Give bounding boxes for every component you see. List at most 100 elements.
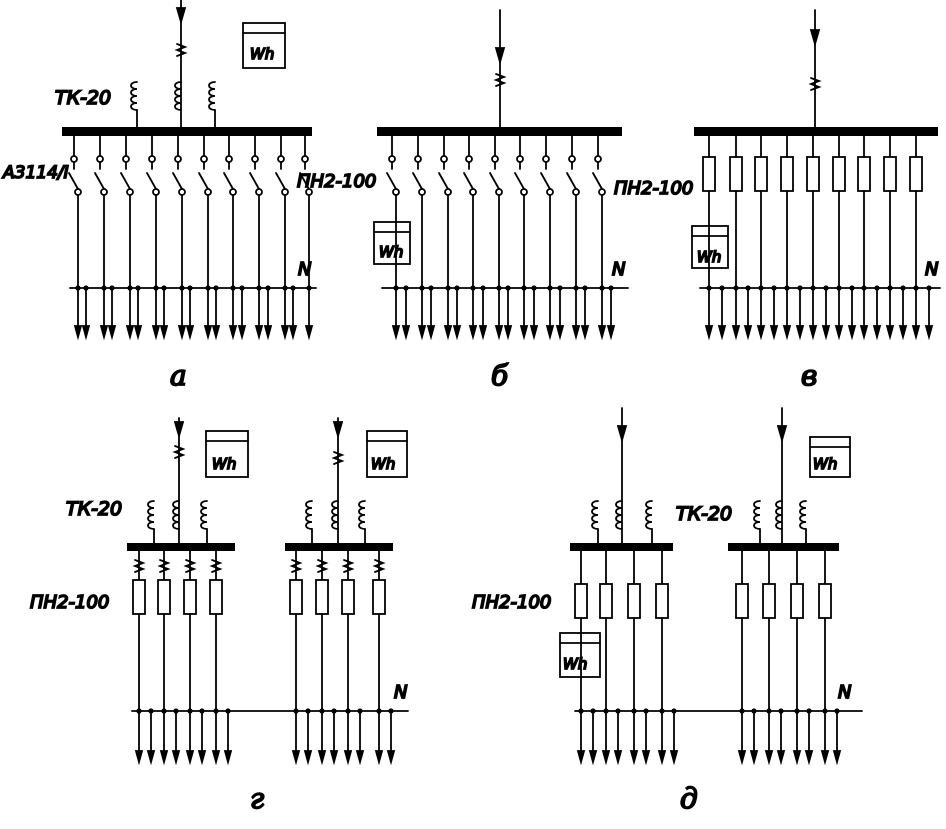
- outgoing-arrow: [629, 750, 639, 766]
- fuse: [790, 583, 804, 619]
- outgoing-arrow: [792, 750, 802, 766]
- breaker-switch: [249, 155, 263, 196]
- outgoing-arrow: [859, 325, 869, 341]
- outgoing-arrow: [151, 325, 161, 341]
- fuse-switch: [438, 155, 452, 196]
- fuse: [909, 156, 923, 192]
- fuse: [574, 583, 588, 619]
- label-neutral-b: N: [612, 259, 625, 280]
- panel-a-diagram: [62, 0, 317, 341]
- outgoing-arrow: [820, 750, 830, 766]
- outgoing-arrow: [452, 325, 462, 341]
- outgoing-arrow: [99, 325, 109, 341]
- fuse: [289, 579, 303, 615]
- outgoing-arrow: [478, 325, 488, 341]
- fuse-switch: [592, 155, 606, 196]
- outgoing-arrow: [606, 325, 616, 341]
- outgoing-arrow: [834, 325, 844, 341]
- fuse: [735, 583, 749, 619]
- outgoing-arrow: [146, 750, 156, 766]
- fuse-switch: [463, 155, 477, 196]
- fuse: [806, 156, 820, 192]
- fuse: [832, 156, 846, 192]
- label-neutral-d: N: [838, 682, 851, 703]
- outgoing-arrow: [749, 750, 759, 766]
- fuse-switch: [514, 155, 528, 196]
- outgoing-arrow: [374, 750, 384, 766]
- breaker-switch: [120, 155, 134, 196]
- outgoing-arrow: [263, 325, 273, 341]
- outgoing-arrow: [185, 325, 195, 341]
- outgoing-arrow: [211, 325, 221, 341]
- outgoing-arrow: [669, 750, 679, 766]
- fuse: [729, 156, 743, 192]
- outgoing-arrow: [737, 750, 747, 766]
- fuse-switch: [566, 155, 580, 196]
- breaker-switch: [146, 155, 160, 196]
- breaker-switch: [198, 155, 212, 196]
- meter-label-d2: Wh: [813, 455, 837, 473]
- outgoing-arrow: [107, 325, 117, 341]
- outgoing-arrow: [159, 750, 169, 766]
- outgoing-arrow: [177, 325, 187, 341]
- label-tk20-d: ТК-20: [676, 503, 732, 525]
- outgoing-arrow: [197, 750, 207, 766]
- panel-label-b: б: [491, 359, 509, 392]
- label-pn2-100-v: ПН2-100: [614, 178, 693, 199]
- meter-label-a: Wh: [250, 45, 274, 63]
- label-pn2-100-d: ПН2-100: [472, 592, 551, 613]
- outgoing-arrow: [159, 325, 169, 341]
- breaker-switch: [172, 155, 186, 196]
- breaker-switch: [223, 155, 237, 196]
- outgoing-arrow: [580, 325, 590, 341]
- outgoing-arrow: [764, 750, 774, 766]
- outgoing-arrow: [769, 325, 779, 341]
- fuse: [702, 156, 716, 192]
- breaker-switch: [94, 155, 108, 196]
- outgoing-arrow: [613, 750, 623, 766]
- outgoing-arrow: [641, 750, 651, 766]
- fuse: [627, 583, 641, 619]
- fuse: [655, 583, 669, 619]
- meter-label-g2: Wh: [371, 455, 395, 473]
- breaker-switch: [275, 155, 289, 196]
- panel-g-diagram: [127, 417, 409, 766]
- fuse: [341, 579, 355, 615]
- fuse: [157, 579, 171, 615]
- outgoing-arrow: [657, 750, 667, 766]
- fuse: [209, 579, 223, 615]
- meter-label-b: Wh: [379, 243, 403, 261]
- panel-label-d: д: [680, 782, 698, 815]
- outgoing-arrow: [254, 325, 264, 341]
- outgoing-arrow: [304, 325, 314, 341]
- fuse: [599, 583, 613, 619]
- fuse: [372, 579, 386, 615]
- outgoing-arrow: [329, 750, 339, 766]
- fuse: [762, 583, 776, 619]
- outgoing-arrow: [203, 325, 213, 341]
- breaker-switch: [68, 155, 82, 196]
- outgoing-arrow: [237, 325, 247, 341]
- outgoing-arrow: [426, 325, 436, 341]
- outgoing-arrow: [571, 325, 581, 341]
- fuse: [818, 583, 832, 619]
- outgoing-arrow: [291, 750, 301, 766]
- outgoing-arrow: [401, 325, 411, 341]
- label-neutral-v: N: [925, 259, 938, 280]
- outgoing-arrow: [81, 325, 91, 341]
- outgoing-arrow: [519, 325, 529, 341]
- label-neutral-g: N: [394, 682, 407, 703]
- outgoing-arrow: [134, 750, 144, 766]
- label-a3114: А3114/I: [2, 163, 69, 183]
- outgoing-arrow: [417, 325, 427, 341]
- outgoing-arrow: [355, 750, 365, 766]
- outgoing-arrow: [885, 325, 895, 341]
- outgoing-arrow: [228, 325, 238, 341]
- meter-label-g1: Wh: [212, 455, 236, 473]
- outgoing-arrow: [185, 750, 195, 766]
- outgoing-arrow: [494, 325, 504, 341]
- outgoing-arrow: [386, 750, 396, 766]
- panel-d-diagram: [559, 407, 863, 766]
- outgoing-arrow: [704, 325, 714, 341]
